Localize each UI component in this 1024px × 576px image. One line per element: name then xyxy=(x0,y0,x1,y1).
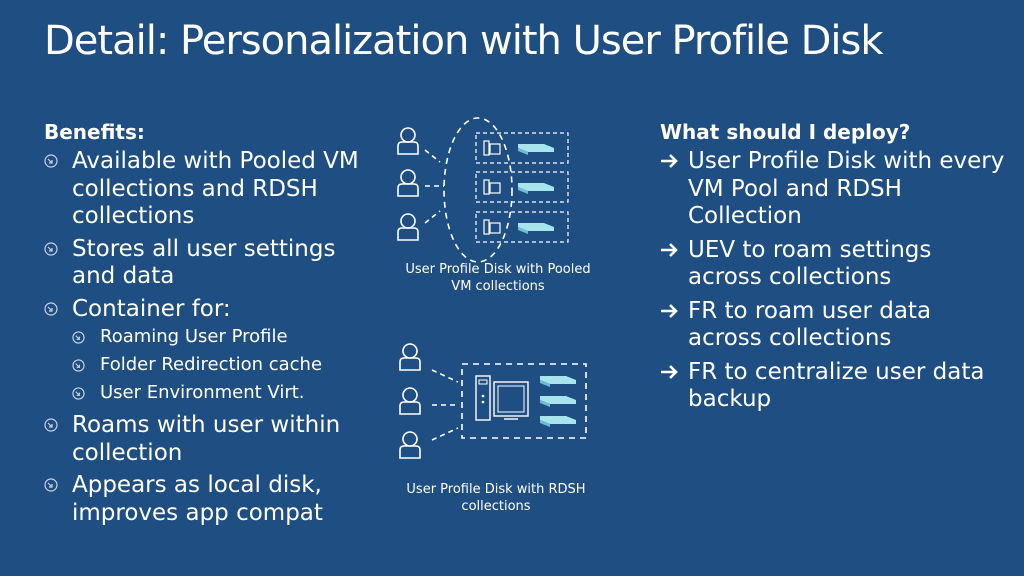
disk-icon xyxy=(518,144,554,155)
benefits-list: Available with Pooled VM collections and… xyxy=(44,148,384,527)
deploy-section: What should I deploy? User Profile Disk … xyxy=(660,120,1010,420)
bullet-circle-arrow-icon xyxy=(72,331,85,344)
user-icon xyxy=(397,213,419,241)
sublist-item-text: User Environment Virt. xyxy=(100,382,305,403)
vm-box xyxy=(475,132,569,164)
disk-icon xyxy=(518,183,554,194)
disk-icon xyxy=(540,416,576,427)
disk-icon xyxy=(540,376,576,387)
bullet-circle-arrow-icon xyxy=(44,241,58,256)
container-sublist: Roaming User Profile Folder Redirection … xyxy=(72,323,384,407)
disk-icon xyxy=(518,223,554,234)
sublist-item-text: Folder Redirection cache xyxy=(100,354,323,375)
deploy-list: User Profile Disk with every VM Pool and… xyxy=(660,148,1010,414)
list-item: UEV to roam settings across collections xyxy=(660,237,1010,292)
list-item: FR to roam user data across collections xyxy=(660,298,1010,353)
user-icon xyxy=(399,431,421,459)
vm-box xyxy=(475,211,569,243)
user-icon xyxy=(399,343,421,371)
bullet-circle-arrow-icon xyxy=(72,387,85,400)
list-item: Appears as local disk, improves app comp… xyxy=(44,472,384,527)
vm-box xyxy=(475,171,569,203)
arrow-right-icon xyxy=(661,364,678,379)
bullet-circle-arrow-icon xyxy=(72,359,85,372)
pooled-vm-diagram xyxy=(397,117,569,263)
list-item: User Profile Disk with every VM Pool and… xyxy=(660,148,1010,231)
list-item-text: Appears as local disk, improves app comp… xyxy=(72,472,323,526)
vm-icon xyxy=(483,140,501,156)
list-item-text: Stores all user settings and data xyxy=(72,235,336,290)
list-item: Container for: Roaming User Profile Fold… xyxy=(44,296,384,408)
sublist-item: User Environment Virt. xyxy=(72,379,384,407)
list-item-text: Container for: xyxy=(72,295,231,322)
list-item-text: UEV to roam settings across collections xyxy=(688,236,932,291)
user-icon xyxy=(397,127,419,155)
arrow-right-icon xyxy=(661,303,678,318)
list-item-text: Available with Pooled VM collections and… xyxy=(72,148,359,229)
list-item-text: Roams with user within collection xyxy=(72,412,341,466)
vm-icon xyxy=(483,179,501,195)
list-item-text: FR to centralize user data backup xyxy=(688,358,985,413)
list-item-text: FR to roam user data across collections xyxy=(688,297,932,352)
list-item: Stores all user settings and data xyxy=(44,236,384,291)
sublist-item-text: Roaming User Profile xyxy=(100,326,288,347)
benefits-heading: Benefits: xyxy=(44,120,145,144)
list-item: FR to centralize user data backup xyxy=(660,359,1010,414)
arrow-right-icon xyxy=(661,154,678,168)
sublist-item: Roaming User Profile xyxy=(72,323,384,351)
bullet-circle-arrow-icon xyxy=(44,301,58,316)
arrow-right-icon xyxy=(661,242,678,257)
rdsh-diagram xyxy=(399,343,587,459)
disk-icon xyxy=(540,396,576,407)
list-item-text: User Profile Disk with every VM Pool and… xyxy=(688,148,1005,229)
benefits-section: Benefits: Available with Pooled VM colle… xyxy=(44,120,384,532)
bullet-circle-arrow-icon xyxy=(44,418,58,432)
list-item: Available with Pooled VM collections and… xyxy=(44,148,384,231)
pool-ellipse xyxy=(443,117,513,263)
pooled-vm-caption: User Profile Disk with Pooled VM collect… xyxy=(405,262,591,294)
rdsh-caption: User Profile Disk with RDSH collections xyxy=(406,482,586,514)
user-icon xyxy=(397,169,419,197)
server-icon xyxy=(475,375,529,421)
bullet-circle-arrow-icon xyxy=(44,154,58,168)
user-icon xyxy=(399,387,421,415)
vm-icon xyxy=(483,219,501,235)
list-item: Roams with user within collection xyxy=(44,412,384,467)
bullet-circle-arrow-icon xyxy=(44,478,58,492)
slide-title: Detail: Personalization with User Profil… xyxy=(44,18,883,64)
sublist-item: Folder Redirection cache xyxy=(72,351,384,379)
deploy-heading: What should I deploy? xyxy=(660,120,911,144)
